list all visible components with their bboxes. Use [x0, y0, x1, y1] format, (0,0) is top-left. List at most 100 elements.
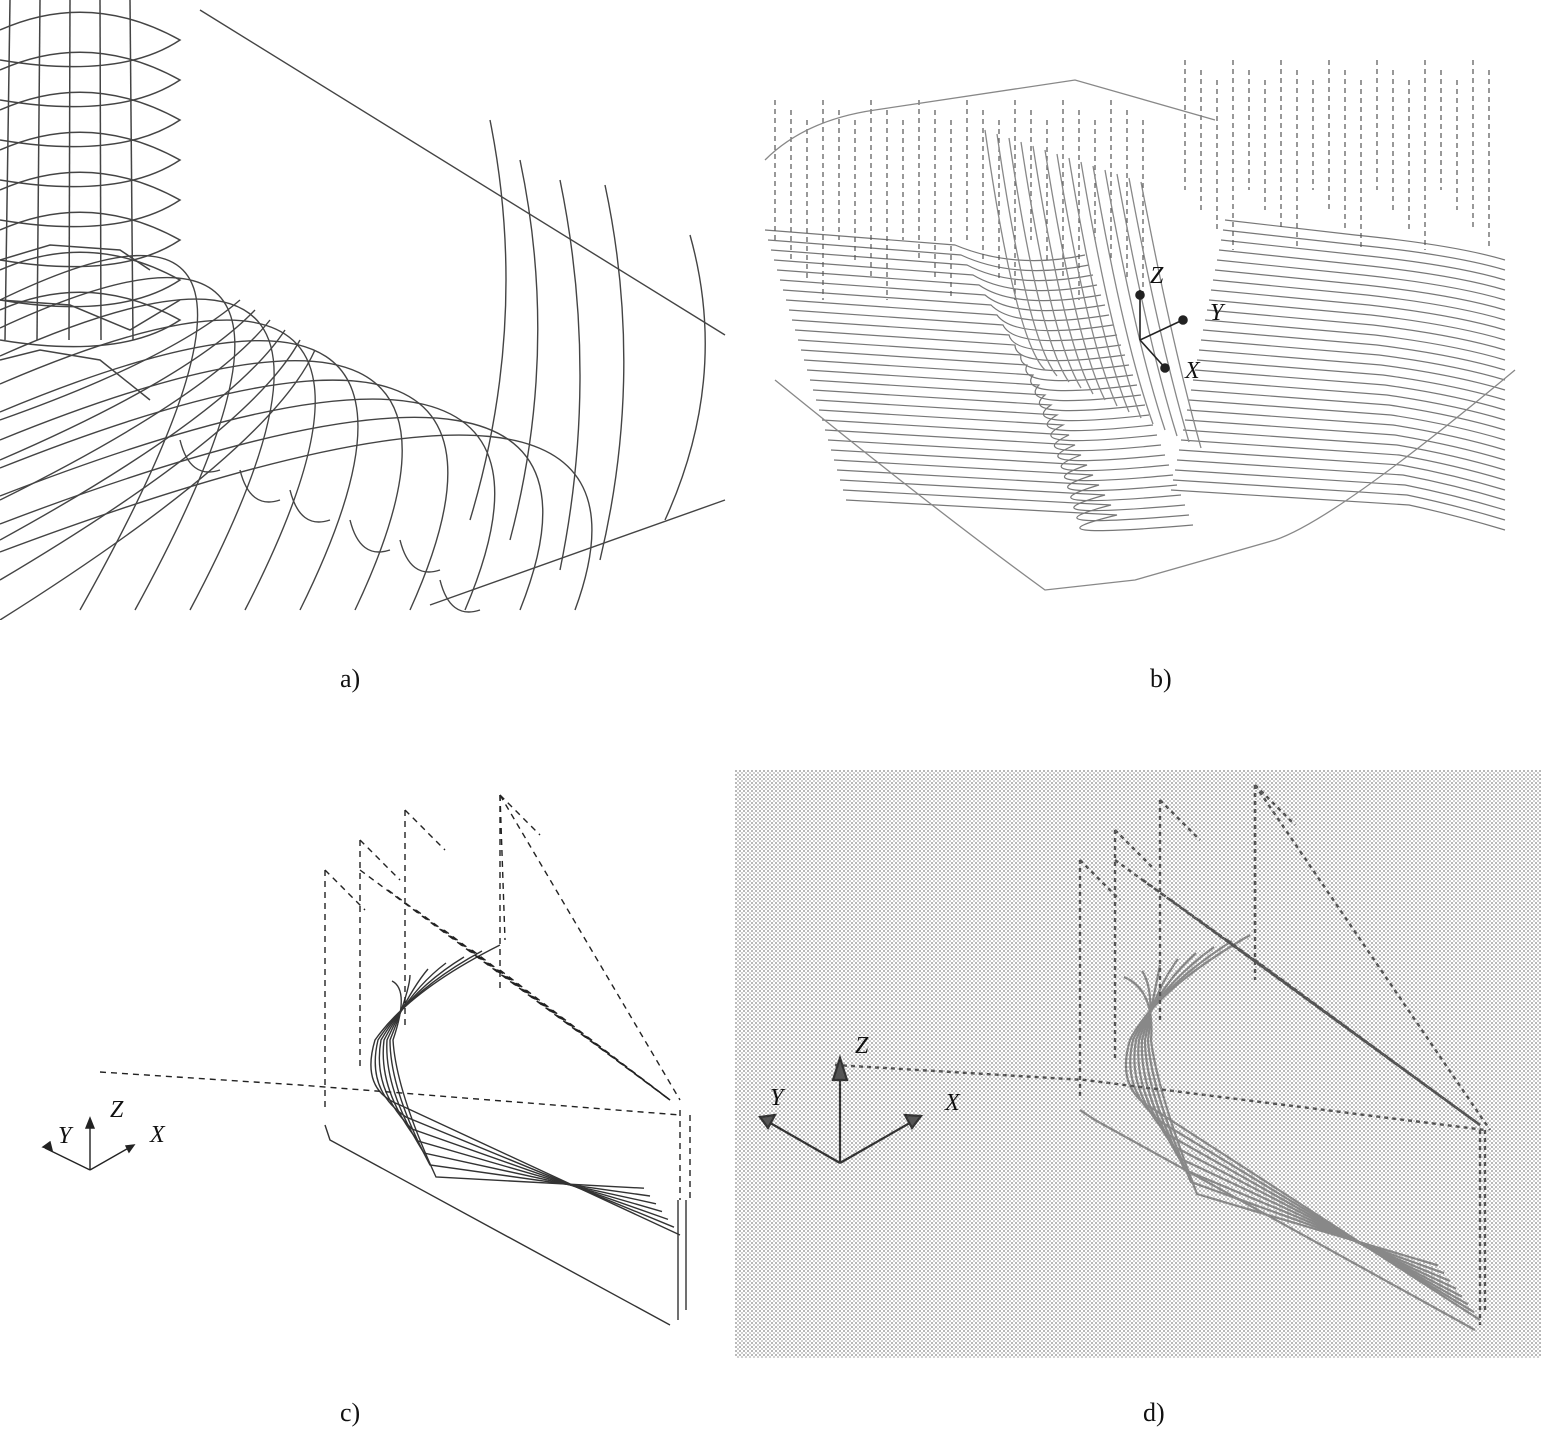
retract-line	[1114, 829, 1156, 871]
toolpath-layer	[770, 249, 1094, 282]
toolpath-layer	[1182, 429, 1506, 471]
tick-curve	[664, 234, 706, 521]
toolpath-layer	[1222, 229, 1506, 271]
axis-label-y-b: Y	[1210, 300, 1226, 326]
toolpath-layer	[827, 439, 1170, 472]
tick-curve	[559, 179, 581, 571]
spiral-loop	[0, 171, 182, 228]
toolpath-layer	[785, 299, 1114, 332]
axis-triad-d	[758, 1054, 924, 1164]
toolpath-loop	[1124, 934, 1481, 1321]
retract-line	[1079, 859, 1121, 901]
spiral-loop	[0, 251, 182, 308]
toolpath-layer	[1172, 479, 1506, 521]
toolpath-layer	[842, 489, 1190, 522]
spiral-loop	[0, 211, 182, 268]
toolpath-d-drawing: Z Y X	[735, 770, 1541, 1358]
toolpath-layer	[806, 369, 1142, 402]
toolpath-loop	[389, 974, 651, 1197]
caption-c: c)	[340, 1398, 361, 1427]
toolpath-arc	[0, 254, 199, 611]
toolpath-arc	[0, 319, 271, 501]
toolpath-layer	[1194, 369, 1506, 411]
toolpath-c-drawing: Y Z X	[41, 794, 691, 1326]
toolpath-layer	[1210, 289, 1506, 331]
slot-curve	[1092, 165, 1154, 425]
toolpath-layer	[776, 269, 1102, 302]
toolpath-layer	[794, 329, 1126, 362]
toolpath-layer	[1176, 459, 1506, 501]
toolpath-layer	[818, 409, 1158, 442]
panel-c: Y Z X	[30, 780, 720, 1340]
slot-curve	[1128, 177, 1190, 443]
toolpath-layer	[1214, 269, 1506, 311]
toolpath-layer	[812, 389, 1150, 422]
toolpath-layer	[1218, 249, 1506, 291]
caption-a: a)	[340, 664, 361, 693]
panel-b: Z Y X	[755, 40, 1525, 600]
toolpath-arc	[0, 309, 256, 461]
toolpath-layer	[1206, 309, 1506, 351]
caption-d: d)	[1143, 1398, 1165, 1427]
tick-curve	[239, 469, 281, 503]
tick-curve	[179, 439, 221, 473]
toolpath-loop	[370, 944, 681, 1236]
toolpath-layer	[1212, 279, 1506, 321]
toolpath-layer	[1192, 379, 1506, 421]
bottom-path	[1079, 1109, 1476, 1331]
bottom-path	[324, 1124, 671, 1326]
toolpath-loop	[386, 968, 657, 1205]
tool-axis-line	[36, 0, 41, 341]
rapid-move	[834, 1063, 1486, 1132]
approach-line	[499, 969, 671, 1101]
toolpath-layer	[1224, 219, 1506, 261]
slot-curve	[1032, 145, 1094, 395]
slot-curve	[1140, 181, 1202, 449]
outer-contour	[764, 79, 1216, 161]
toolpath-layer	[1220, 239, 1506, 281]
slot-curve	[1008, 137, 1070, 383]
tick-curve	[439, 579, 481, 613]
caption-b: b)	[1150, 664, 1172, 693]
toolpath-layer	[782, 289, 1110, 322]
toolpath-layer	[803, 359, 1138, 392]
spiral-loop	[0, 51, 182, 108]
toolpath-arc	[0, 339, 359, 611]
toolpath-layer	[1178, 449, 1506, 491]
panel-d: Z Y X	[735, 770, 1541, 1358]
toolpath-loop	[391, 980, 645, 1189]
toolpath-arc	[0, 416, 544, 611]
toolpath-layer	[797, 339, 1130, 372]
toolpath-layer	[1174, 469, 1506, 511]
axis-label-y-c: Y	[58, 1123, 74, 1149]
toolpath-layer	[836, 469, 1182, 502]
toolpath-arc	[0, 434, 593, 611]
tick-curve	[399, 539, 441, 573]
toolpath-layer	[815, 399, 1154, 432]
retract-line	[499, 794, 541, 836]
spiral-loop	[0, 91, 182, 148]
axis-label-y-d: Y	[770, 1085, 786, 1111]
toolpath-layer	[1180, 439, 1506, 481]
slot-curve	[1044, 149, 1106, 401]
contour-line	[0, 299, 181, 331]
slot-curve	[1080, 161, 1142, 419]
toolpath-arc	[0, 360, 403, 611]
toolpath-layer	[1184, 419, 1506, 461]
tick-curve	[509, 159, 539, 541]
toolpath-loop	[382, 962, 663, 1213]
tick-curve	[469, 119, 507, 521]
retract-line	[404, 809, 446, 851]
toolpath-layer	[1198, 349, 1506, 391]
toolpath-layer	[791, 319, 1122, 352]
toolpath-arc	[0, 339, 301, 581]
tick-curve	[599, 184, 625, 561]
toolpath-layer	[1200, 339, 1506, 381]
rapid-move	[99, 1071, 681, 1116]
slot-curve	[984, 129, 1046, 371]
toolpath-arc	[0, 276, 236, 611]
contour-line	[0, 349, 151, 401]
tool-axis-line	[99, 0, 102, 341]
slot-curve	[1020, 141, 1082, 389]
tool-axis-line	[68, 0, 71, 341]
